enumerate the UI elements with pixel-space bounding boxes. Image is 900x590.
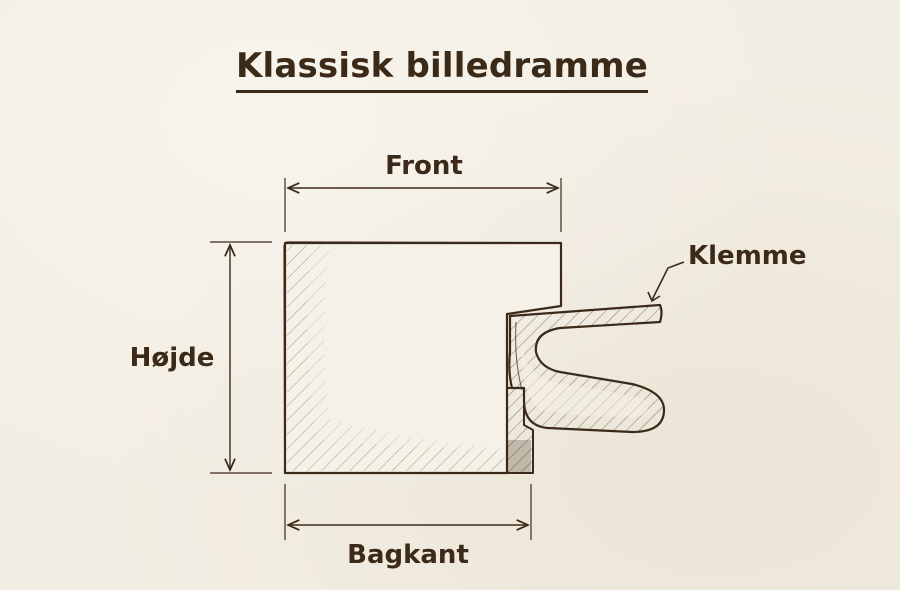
clip-spring (508, 303, 666, 434)
frame-body-fill (285, 243, 561, 473)
diagram-title-text: Klassisk billedramme (235, 44, 649, 93)
clip-leader: Klemme (647, 241, 807, 303)
frame-body-outline (283, 241, 563, 475)
back-label: Bagkant (347, 540, 469, 570)
front-dimension: Front (284, 151, 562, 232)
height-dimension: Højde (130, 241, 272, 474)
frame-sketch-stroke-left (283, 244, 285, 473)
front-label: Front (385, 151, 463, 181)
rabbet-block-shadow (507, 440, 531, 473)
back-dimension: Bagkant (284, 484, 532, 570)
clip-sketch-stroke (515, 321, 523, 391)
frame-sketch-stroke-top (286, 241, 561, 243)
clip-inner-highlight (521, 335, 648, 418)
diagram-title: Klassisk billedramme (0, 44, 884, 93)
clip-leader-line (651, 261, 685, 301)
height-label: Højde (130, 343, 215, 373)
clip-leader-arrow (647, 291, 661, 303)
frame-body (283, 241, 563, 475)
frame-body-shading-dense (287, 245, 505, 471)
clip-label: Klemme (688, 241, 807, 271)
